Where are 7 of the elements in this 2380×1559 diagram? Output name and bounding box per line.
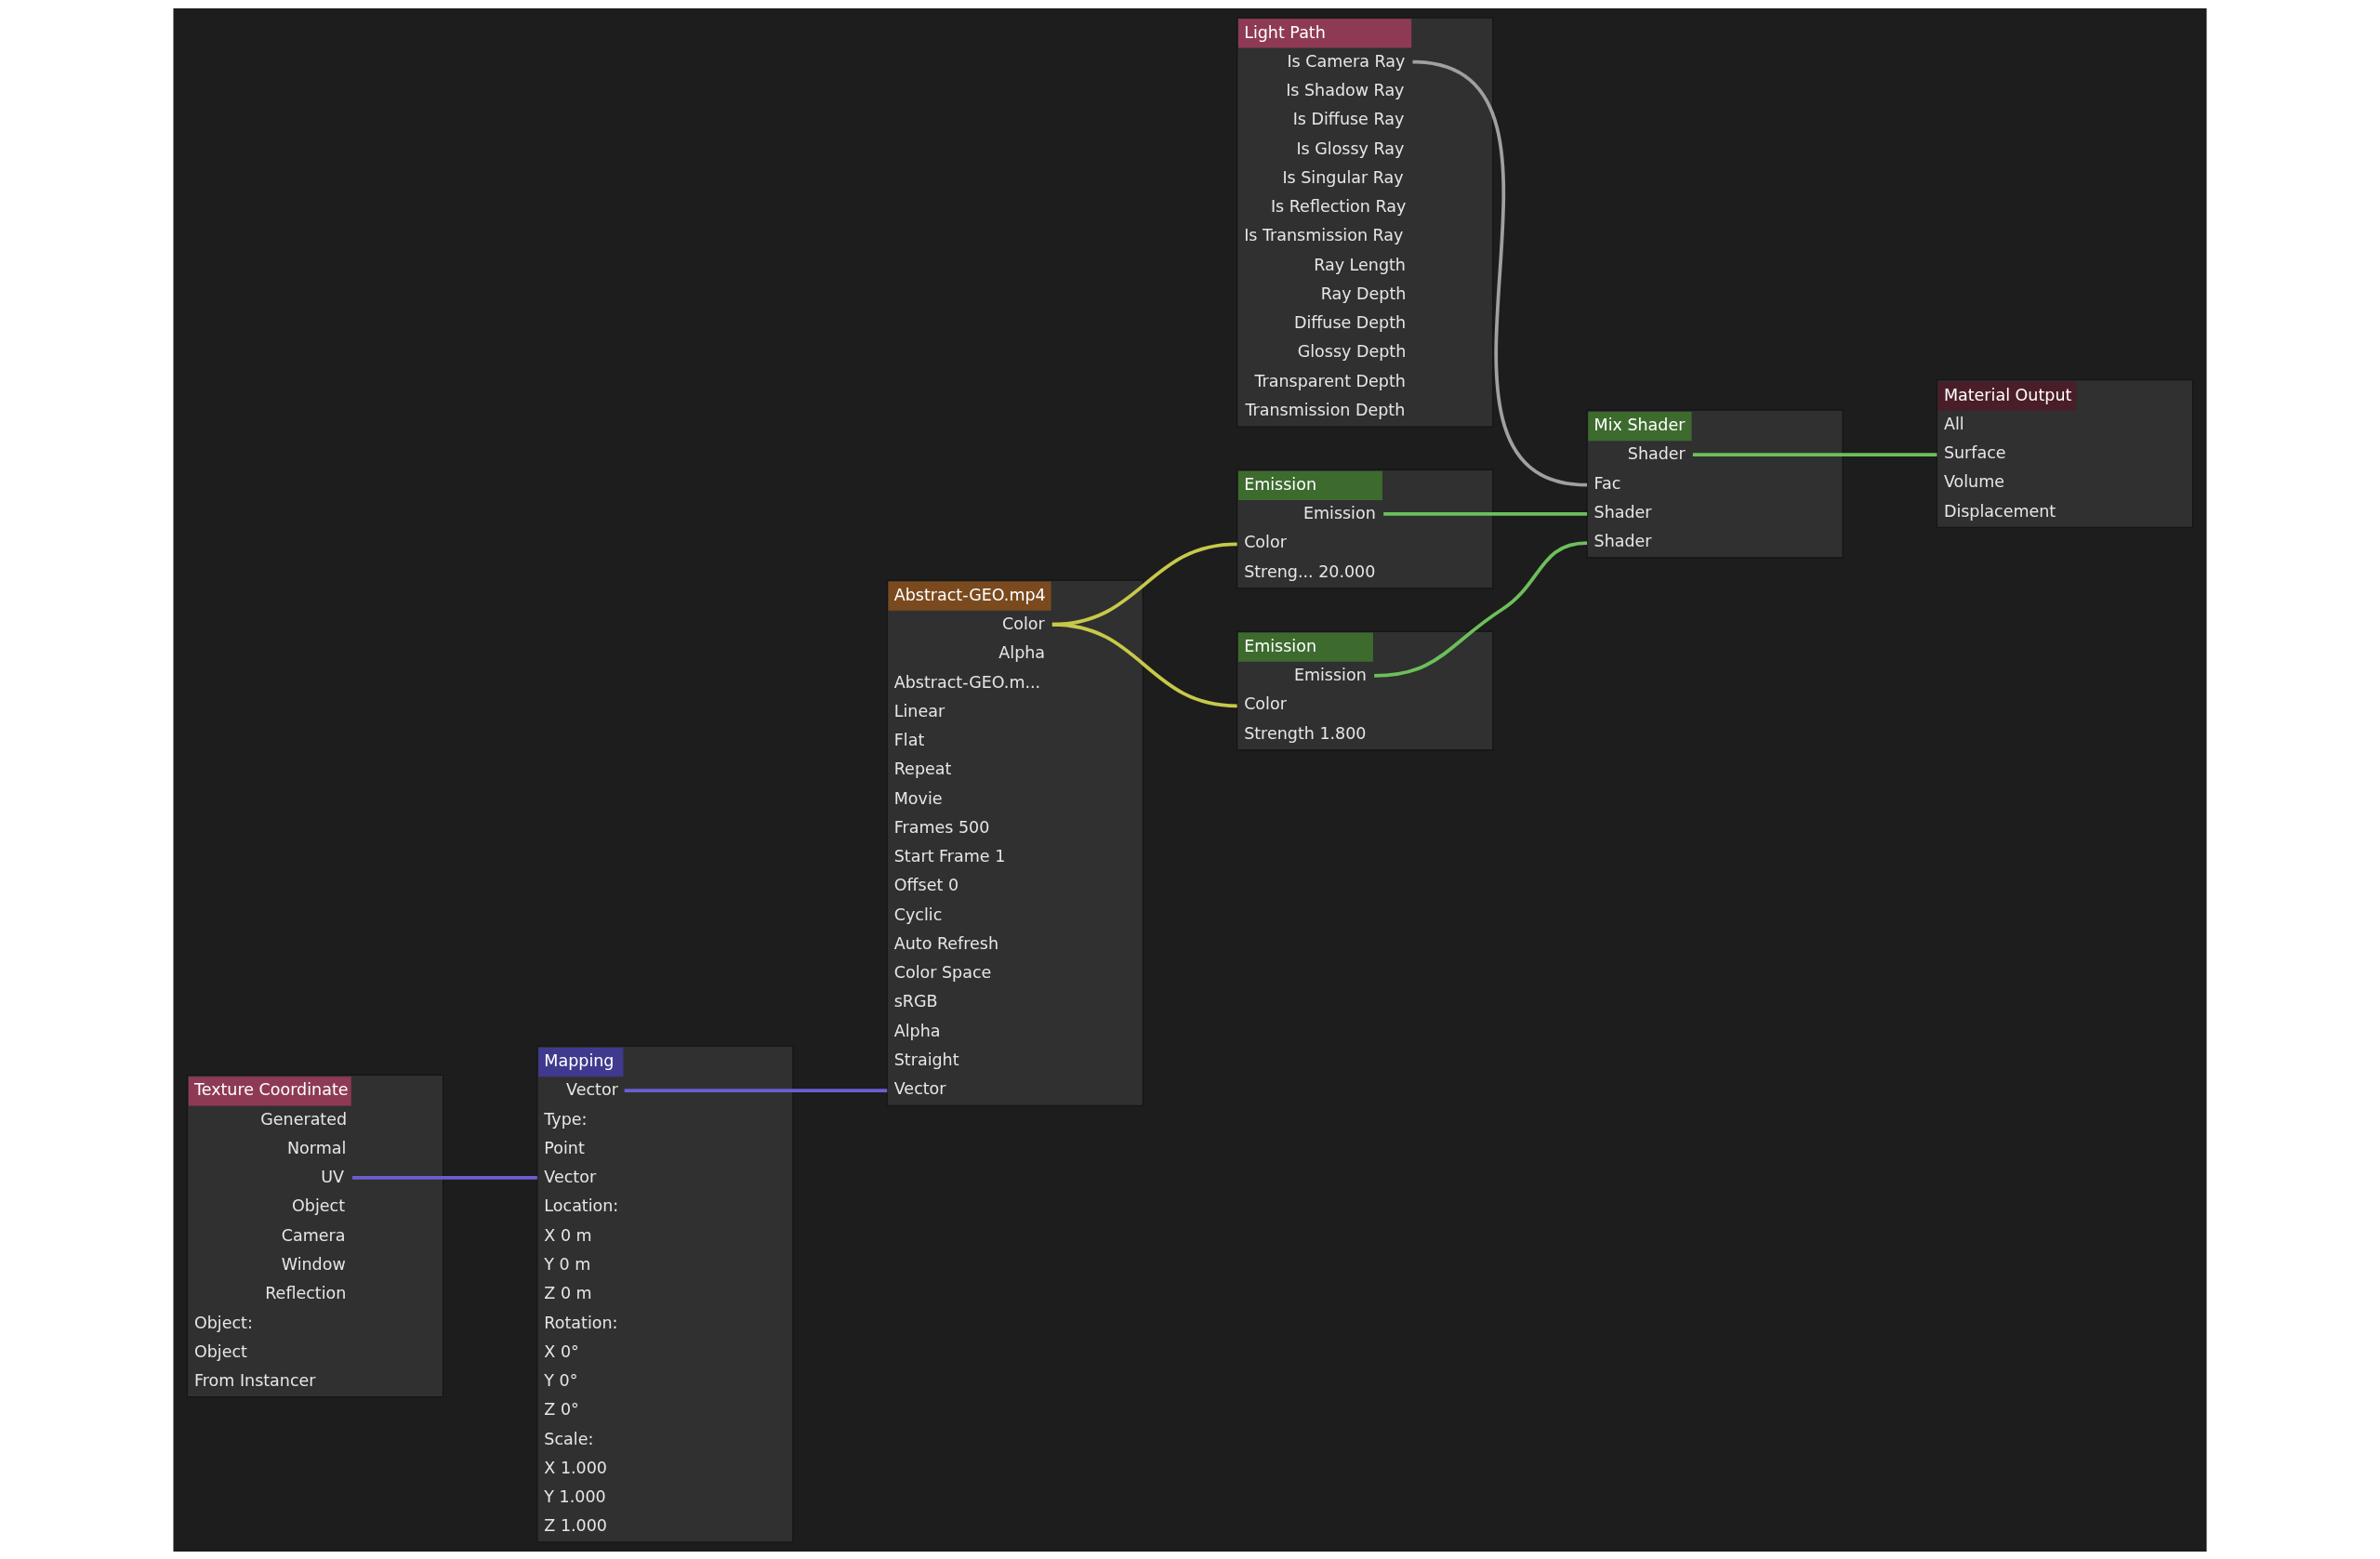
connector (1383, 511, 1588, 516)
connector (1051, 622, 1237, 707)
connector (624, 1088, 888, 1092)
connector (1374, 540, 1588, 678)
connector (1692, 452, 1937, 456)
connector (1412, 59, 1588, 487)
connector (352, 1175, 537, 1180)
